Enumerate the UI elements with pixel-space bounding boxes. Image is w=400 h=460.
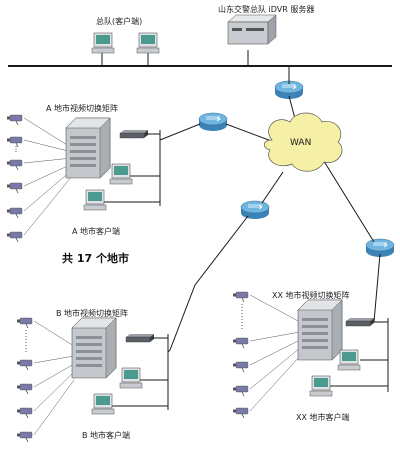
b-camera-group (16, 317, 75, 443)
xx-client-pc-2 (309, 375, 333, 397)
wan-label: WAN (290, 138, 312, 148)
a-client-pc-1 (109, 163, 133, 185)
hq-client-pc-2 (136, 32, 160, 54)
hq-client-label: 总队(客户端) (96, 17, 143, 26)
a-client-label: A 地市客户端 (72, 227, 121, 236)
wan-links (159, 66, 381, 353)
router-b (240, 200, 270, 220)
b-client-label: B 地市客户端 (82, 431, 131, 440)
xx-video-switch-matrix (297, 299, 343, 361)
xx-switch (345, 317, 375, 327)
b-matrix-label: B 地市视频切换矩阵 (56, 309, 129, 318)
b-client-pc-2 (91, 393, 115, 415)
xx-client-label: XX 地市客户端 (296, 413, 350, 422)
hq-backbone (8, 50, 392, 67)
a-switch (119, 129, 149, 139)
xx-client-pc-1 (337, 349, 361, 371)
xx-camera-group (232, 291, 301, 419)
b-video-switch-matrix (71, 317, 117, 379)
xx-matrix-label: XX 地市视频切换矩阵 (272, 291, 350, 300)
router-a (198, 112, 228, 132)
a-camera-group (6, 114, 73, 243)
xx-lan (330, 318, 389, 392)
hq-client-pc-1 (91, 32, 115, 54)
hq-server-label: 山东交警总队 iDVR 服务器 (218, 5, 315, 14)
hq-idvr-server (227, 14, 277, 45)
b-switch (125, 333, 155, 343)
wan-cloud (263, 112, 343, 172)
a-video-switch-matrix (65, 117, 111, 179)
a-matrix-label: A 地市视频切换矩阵 (46, 104, 119, 113)
b-lan (112, 334, 169, 410)
total-cities-label: 共 17 个地市 (62, 252, 129, 265)
a-client-pc-2 (83, 189, 107, 211)
b-client-pc-1 (119, 367, 143, 389)
a-lan (104, 130, 161, 206)
